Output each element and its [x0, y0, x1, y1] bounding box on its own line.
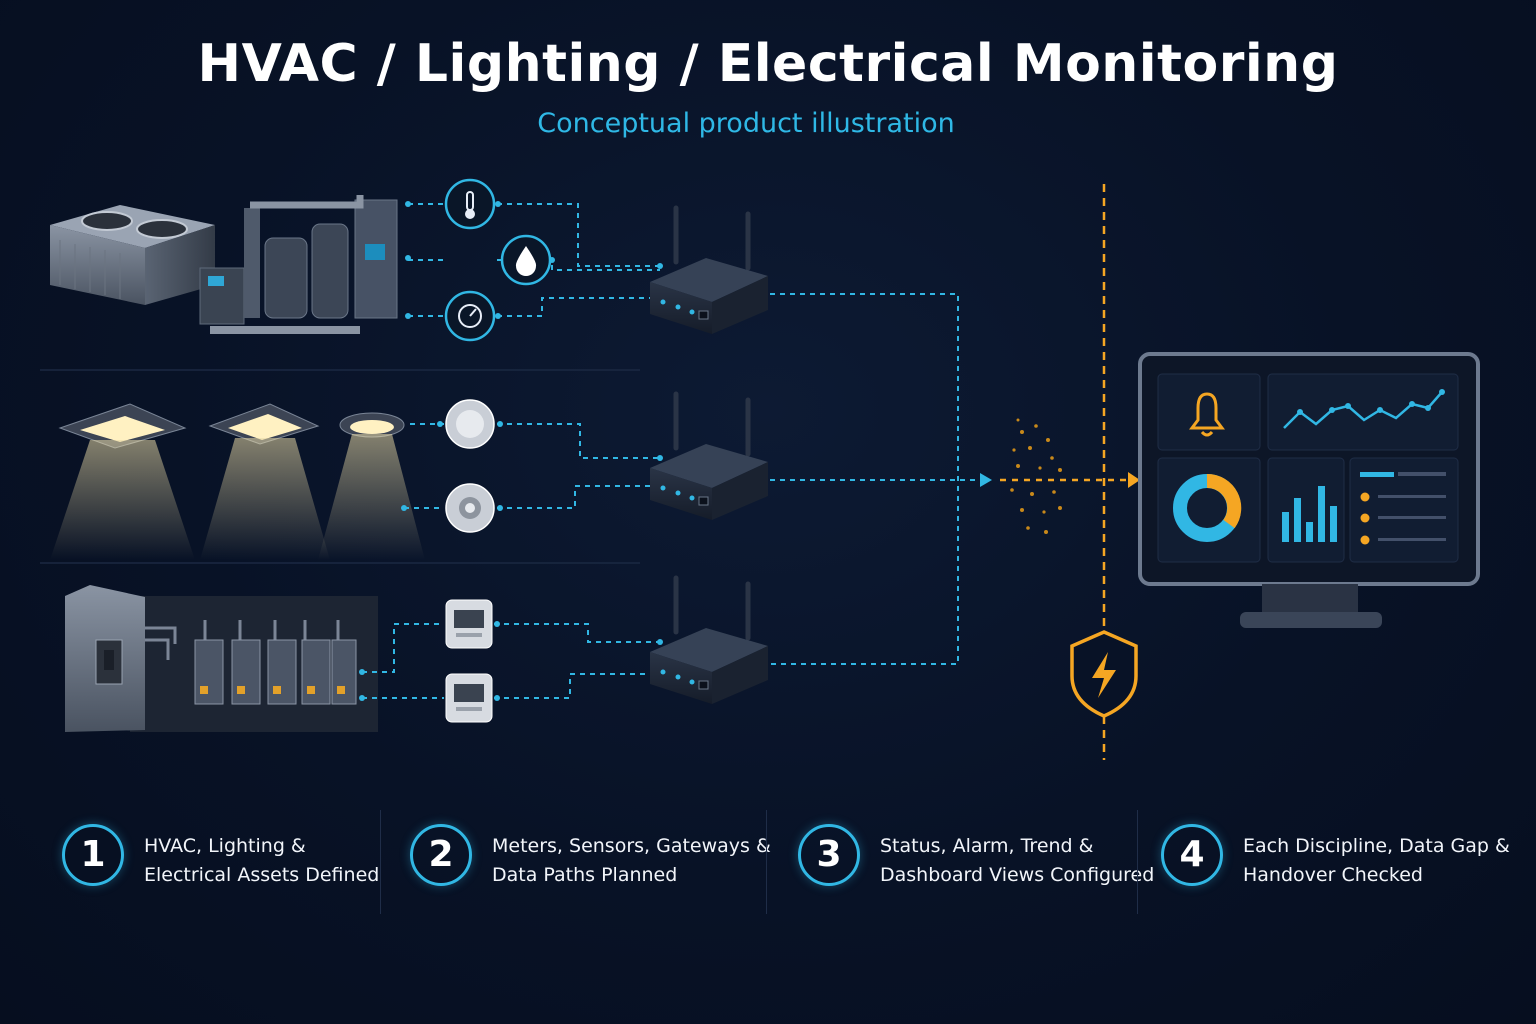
light-sensor-icon	[445, 483, 495, 533]
hvac-sensor-pressure	[444, 290, 496, 342]
electrical-panel	[65, 585, 378, 732]
step-divider	[766, 810, 767, 914]
hvac-equipment	[50, 195, 411, 334]
thermometer-icon	[465, 191, 475, 219]
step-number: 1	[62, 824, 124, 886]
step-label: HVAC, Lighting & Electrical Assets Defin…	[144, 835, 380, 886]
step-label: Meters, Sensors, Gateways & Data Paths P…	[492, 835, 771, 886]
breaker-modules	[194, 639, 357, 705]
donut-chart	[1173, 473, 1242, 542]
page-title: HVAC / Lighting / Electrical Monitoring	[197, 34, 1339, 94]
connector-dots	[359, 201, 663, 701]
shield-lightning-icon	[1070, 630, 1138, 718]
data-paths	[362, 203, 985, 699]
hvac-sensor-humidity	[500, 234, 552, 286]
orange-arrowhead	[1128, 472, 1140, 488]
step-number: 4	[1161, 824, 1223, 886]
energy-meter-icon	[445, 673, 493, 723]
data-particles	[1010, 418, 1062, 534]
step-number: 3	[798, 824, 860, 886]
trend-line	[1283, 391, 1443, 429]
cyan-arrowhead	[980, 473, 992, 487]
lighting-fixtures	[50, 403, 425, 560]
hvac-sensor-temperature	[444, 178, 496, 230]
energy-meter-icon	[445, 599, 493, 649]
bar-chart	[1282, 486, 1337, 542]
status-list	[1360, 472, 1446, 545]
water-drop-icon	[515, 246, 537, 276]
bell-alarm-icon	[1189, 392, 1225, 437]
step-label: Status, Alarm, Trend & Dashboard Views C…	[880, 835, 1155, 886]
page-subtitle: Conceptual product illustration	[537, 108, 955, 139]
gateway-router	[650, 575, 768, 704]
step-label: Each Discipline, Data Gap & Handover Che…	[1243, 835, 1510, 886]
step-number: 2	[410, 824, 472, 886]
step-divider	[380, 810, 381, 914]
dashboard-monitor	[1138, 352, 1480, 628]
gateway-router	[650, 205, 768, 334]
step-divider	[1137, 810, 1138, 914]
pressure-gauge-icon	[458, 304, 482, 328]
process-steps: 1 HVAC, Lighting & Electrical Assets Def…	[0, 800, 1536, 920]
system-diagram	[40, 178, 1480, 760]
gateway-router	[650, 391, 768, 520]
occupancy-sensor-icon	[445, 399, 495, 449]
